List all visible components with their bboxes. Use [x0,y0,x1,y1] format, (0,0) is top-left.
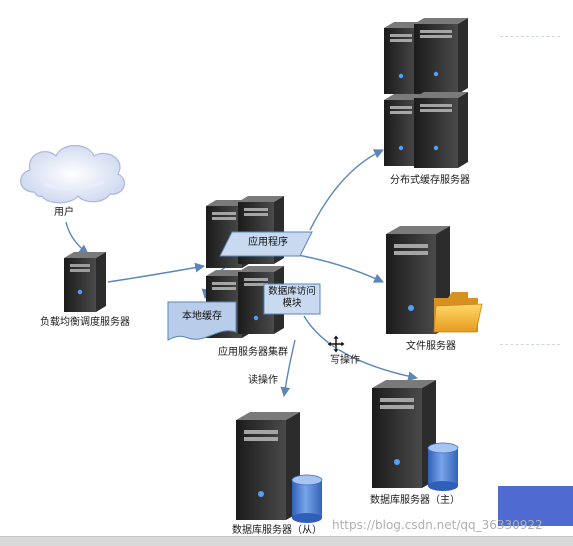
label-db-master: 数据库服务器（主） [370,495,460,506]
app-program-box [219,231,313,257]
edge-app-to-file-server [291,253,384,283]
label-user: 用户 [54,207,74,218]
label-write-operation: 写操作 [330,355,360,366]
edge-app-to-distributed-cache [309,149,384,231]
label-file-server: 文件服务器 [406,341,456,352]
label-distributed-cache: 分布式缓存服务器 [390,175,470,186]
bottom-scrollbar[interactable] [0,536,573,546]
edge-read-to-slave [280,339,296,397]
db-access-box [263,283,321,315]
local-cache-label: 本地缓存 [182,311,222,322]
edge-user-to-lb [65,221,89,255]
app-program-label: 应用程序 [248,237,288,248]
side-panel-strip [498,486,573,526]
folder-icon [433,292,483,333]
database-icon [291,474,323,523]
move-cursor-icon [326,334,346,354]
watermark: https://blog.csdn.net/qq_36330922 [332,518,543,532]
local-cache-shape [167,301,237,341]
label-db-slave: 数据库服务器（从） [232,525,322,536]
server-icon [64,252,106,312]
server-icon [384,18,468,168]
edge-lb-to-cluster [107,262,205,283]
edge-write-to-master [303,315,418,382]
label-load-balancer: 负载均衡调度服务器 [40,317,130,328]
guide-line [500,36,560,37]
db-access-label: 数据库访问模块 [268,286,316,309]
cloud-icon [20,144,126,204]
label-read-operation: 读操作 [248,375,278,386]
server-icon [372,380,436,488]
guide-line [500,344,560,345]
server-icon [236,412,300,520]
label-app-cluster: 应用服务器集群 [218,347,288,358]
database-icon [427,442,459,491]
